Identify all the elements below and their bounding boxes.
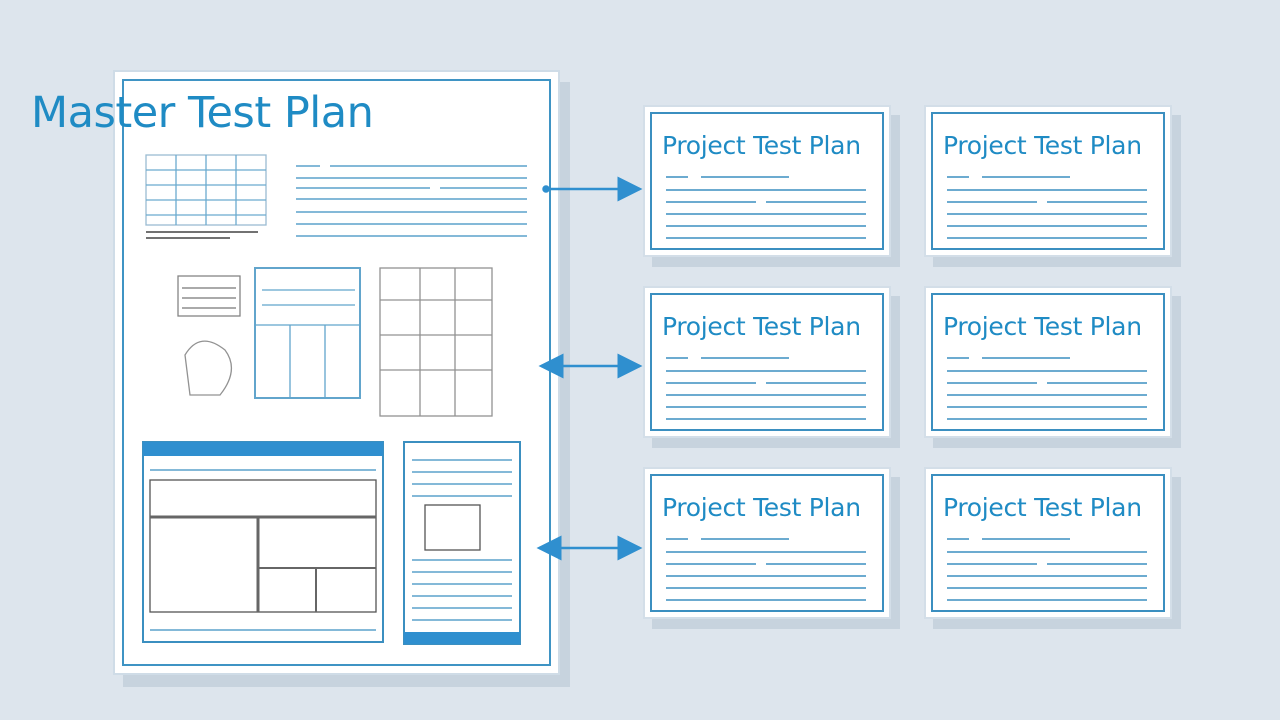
middle-blueprint-sketch [177,267,493,417]
card-title: Project Test Plan [943,131,1142,160]
card-title: Project Test Plan [662,131,861,160]
card-title: Project Test Plan [943,312,1142,341]
connector-arrows [536,176,643,561]
project-test-plan-card-4: Project Test Plan [924,286,1172,438]
project-test-plan-card-5: Project Test Plan [643,467,891,619]
master-text-lines [296,165,527,237]
card-border [650,474,884,612]
master-test-plan-title: Master Test Plan [31,88,374,138]
card-border [650,293,884,431]
card-border [650,112,884,250]
card-border [931,474,1165,612]
project-test-plan-card-6: Project Test Plan [924,467,1172,619]
card-border [931,293,1165,431]
project-test-plan-card-2: Project Test Plan [924,105,1172,257]
project-test-plan-card-1: Project Test Plan [643,105,891,257]
arrow-origin-dot-1 [542,185,550,193]
bottom-left-blueprint [142,441,384,643]
card-title: Project Test Plan [943,493,1142,522]
card-border [931,112,1165,250]
card-title: Project Test Plan [662,493,861,522]
project-test-plan-card-3: Project Test Plan [643,286,891,438]
top-left-sketch [145,154,267,239]
bottom-right-listing [403,441,521,645]
card-title: Project Test Plan [662,312,861,341]
